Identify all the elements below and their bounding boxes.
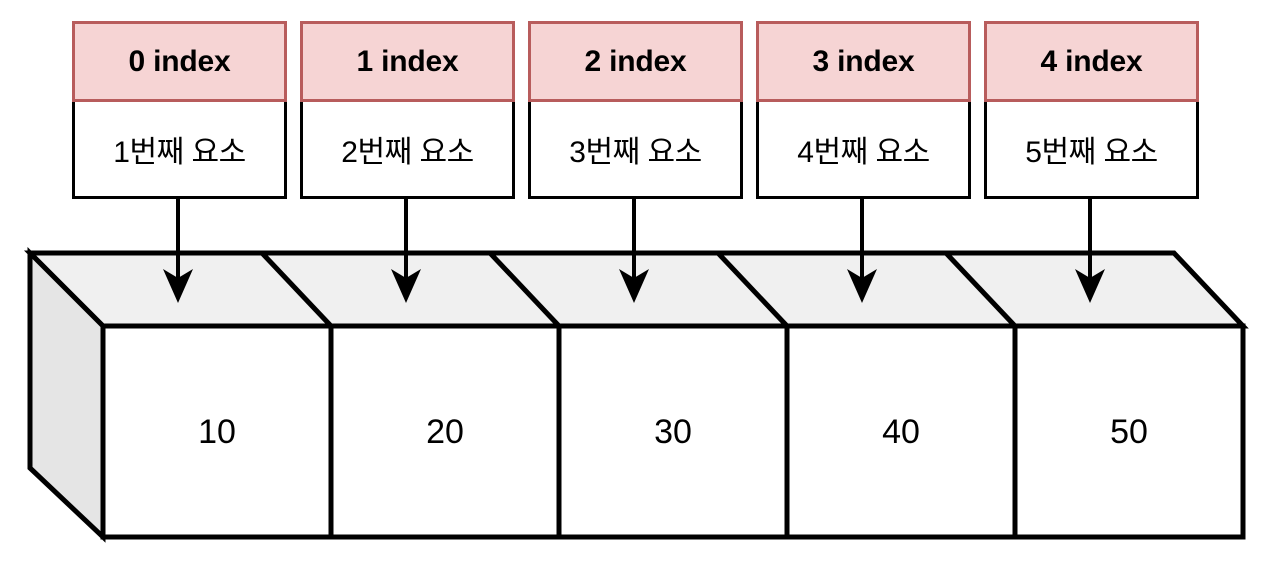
element-label-2[interactable]: 3번째 요소	[528, 102, 743, 199]
index-badge-0[interactable]: 0 index	[72, 21, 287, 102]
top-divider-3	[716, 251, 789, 328]
top-divider-4	[944, 251, 1017, 328]
array-front-face	[100, 323, 1246, 540]
index-badge-4[interactable]: 4 index	[984, 21, 1199, 102]
label-stack-2: 2 index 3번째 요소	[528, 21, 743, 199]
index-badge-1[interactable]: 1 index	[300, 21, 515, 102]
label-stack-1: 1 index 2번째 요소	[300, 21, 515, 199]
label-stack-3: 3 index 4번째 요소	[756, 21, 971, 199]
cell-value: 50	[1110, 413, 1148, 451]
label-stack-0: 0 index 1번째 요소	[72, 21, 287, 199]
cell-value: 30	[654, 413, 692, 451]
element-label-4[interactable]: 5번째 요소	[984, 102, 1199, 199]
element-label-0[interactable]: 1번째 요소	[72, 102, 287, 199]
array-top-face	[23, 250, 1249, 329]
index-badge-3[interactable]: 3 index	[756, 21, 971, 102]
label-stack-4: 4 index 5번째 요소	[984, 21, 1199, 199]
top-divider-1	[260, 251, 333, 328]
top-divider-2	[488, 251, 561, 328]
cell-value: 10	[198, 413, 236, 451]
cell-value: 40	[882, 413, 920, 451]
index-badge-2[interactable]: 2 index	[528, 21, 743, 102]
cell-value: 20	[426, 413, 464, 451]
element-label-1[interactable]: 2번째 요소	[300, 102, 515, 199]
element-label-3[interactable]: 4번째 요소	[756, 102, 971, 199]
